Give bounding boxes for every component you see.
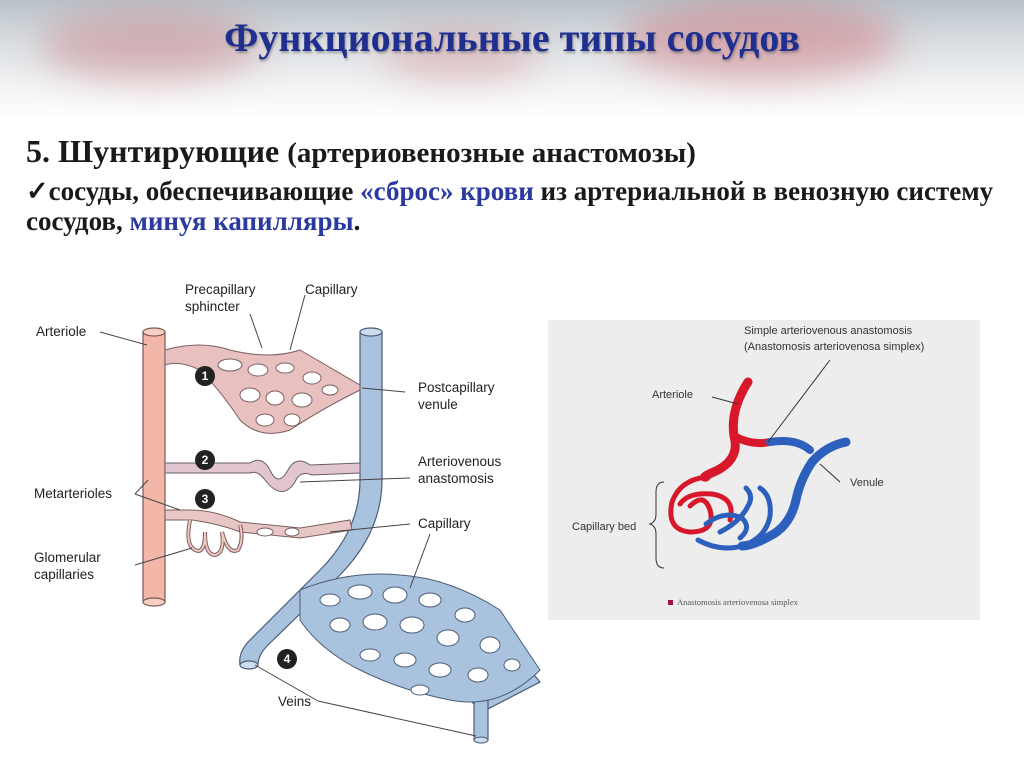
capillary-network-top <box>164 344 361 434</box>
label-simple-av-1: Simple arteriovenous anastomosis <box>744 325 913 337</box>
desc-highlight-2: минуя капилляры <box>129 206 354 237</box>
desc-part1: сосуды, обеспечивающие <box>48 175 361 206</box>
arteriole-red <box>700 377 753 482</box>
slide-title: Функциональные типы сосудов <box>224 15 800 60</box>
capillary-bed-blue <box>695 485 773 551</box>
label-capillary-bed: Capillary bed <box>572 521 636 533</box>
vein-lower-drop <box>473 699 489 741</box>
header-band <box>0 0 1024 120</box>
heading-main: 5. Шунтирующие <box>26 133 280 169</box>
marker-2: 2 <box>195 450 215 470</box>
label-glomerular-1: Glomerular <box>34 550 101 565</box>
label-precapillary-1: Precapillary <box>185 282 256 297</box>
vein-opening <box>359 327 383 337</box>
label-capillary-mid: Capillary <box>418 516 471 531</box>
capillary-bed-bracket <box>648 481 665 569</box>
section-heading: 5. Шунтирующие (артериовенозные анастомо… <box>26 133 1006 170</box>
desc-part2: из артериальной в венозную систему сосуд… <box>26 175 994 237</box>
label-simple-av-2: (Anastomosis arteriovenosa simplex) <box>744 341 924 353</box>
svg-text:2: 2 <box>202 453 209 467</box>
glomerular-coils-inner <box>187 519 243 557</box>
svg-text:1: 1 <box>202 369 209 383</box>
label-postcapillary-1: Postcapillary <box>418 380 495 395</box>
label-veins: Veins <box>278 694 311 709</box>
label-av-2: anastomosis <box>418 471 494 486</box>
arteriole-opening <box>142 327 166 337</box>
marker-4: 4 <box>277 649 297 669</box>
legend-label: Anastomosis arteriovenosa simplex <box>677 597 799 607</box>
capillary-mesh-3 <box>256 527 300 537</box>
label-av-1: Arteriovenous <box>418 454 502 469</box>
capillary-mesh-4 <box>319 584 521 696</box>
decorative-blob <box>380 30 540 80</box>
svg-text:4: 4 <box>284 652 291 666</box>
arteriole-end <box>142 597 166 607</box>
label-capillary-top: Capillary <box>305 282 358 297</box>
capillary-mesh-1 <box>217 358 339 427</box>
left-diagram: 1 2 3 4 Arteriol <box>34 282 541 744</box>
label-glomerular-2: capillaries <box>34 567 94 582</box>
right-diagram: Simple arteriovenous anastomosis (Anasto… <box>548 320 980 620</box>
desc-highlight-1: «сброс» крови <box>360 175 534 206</box>
vein-end <box>239 660 259 670</box>
leader-lines-right <box>711 359 841 483</box>
capillary-bed-red <box>668 474 734 535</box>
label-metarterioles: Metarterioles <box>34 486 112 501</box>
vessel-diagrams: 1 2 3 4 Arteriol <box>34 282 980 744</box>
right-diagram-panel <box>548 320 980 620</box>
capillary-bed-4 <box>299 573 541 703</box>
desc-end: . <box>353 206 361 237</box>
label-arteriole: Arteriole <box>36 324 86 339</box>
vein-lower-end <box>473 736 489 744</box>
anastomosis-blue <box>766 437 814 454</box>
legend-swatch <box>668 600 673 605</box>
venule-blue <box>737 437 851 551</box>
check-icon: ✓ <box>26 175 49 206</box>
av-shunt <box>164 459 361 492</box>
slide-text: 5. Шунтирующие (артериовенозные анастомо… <box>26 133 1006 236</box>
heading-sub: (артериовенозные анастомозы) <box>287 137 696 169</box>
decorative-blob <box>620 0 900 80</box>
svg-text:3: 3 <box>202 492 209 506</box>
label-venule: Venule <box>850 477 884 489</box>
description: ✓сосуды, обеспечивающие «сброс» крови из… <box>26 176 1006 236</box>
decorative-blob <box>40 10 260 80</box>
marker-3: 3 <box>195 489 215 509</box>
marker-1: 1 <box>195 366 215 386</box>
label-postcapillary-2: venule <box>418 397 458 412</box>
label-precapillary-2: sphincter <box>185 299 240 314</box>
label-arteriole-right: Arteriole <box>652 389 693 401</box>
leader-lines-left <box>99 294 477 737</box>
